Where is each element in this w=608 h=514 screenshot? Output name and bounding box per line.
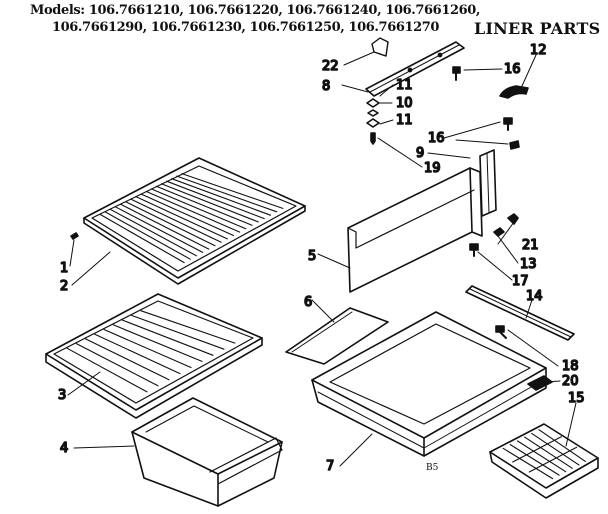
callout-21: 21 [522,238,539,253]
guide-rail [479,149,497,217]
shelf-rib [109,208,198,257]
shelf-rib [150,188,247,230]
ice-cell-divider [512,436,562,463]
shelf-rib [140,310,236,344]
upper-shelf [70,157,306,285]
ice-cell-divider [538,429,586,462]
fasteners [469,213,519,257]
drawer-tray [311,311,553,457]
crisper-bin [131,397,283,507]
screws [452,66,529,150]
shelf-rib [176,175,278,213]
ice-cell-divider [524,436,573,469]
shelf-rib [160,183,259,223]
callout-11b: 11 [396,113,413,128]
side-rail [465,285,575,341]
callout-15: 15 [568,391,585,406]
callout-18: 18 [562,359,579,374]
callout-7: 7 [326,459,334,474]
diagram-title: LINER PARTS [474,19,601,38]
shelf-rib [171,178,272,216]
shelf-rib [130,198,222,243]
shelf-rib [145,190,241,233]
callout-17: 17 [512,274,529,289]
ice-cell-divider [502,447,554,480]
models-line-2: 106.7661290, 106.7661230, 106.7661250, 1… [52,20,440,35]
ice-cell-divider [531,432,580,466]
shelf-rib [155,185,253,226]
leader-lines [67,51,577,467]
callout-16b: 16 [428,131,445,146]
ice-tray [489,423,599,499]
shelf-rib [140,193,235,237]
ice-cell-divider [509,444,560,476]
shelf-rib [103,328,192,369]
models-list: Models: 106.7661210, 106.7661220, 106.76… [30,2,480,36]
models-label: Models: [30,3,85,18]
callout-12: 12 [530,43,547,58]
callout-10: 10 [396,96,413,111]
shelf-rib [121,319,214,356]
callout-3: 3 [58,388,66,403]
cover-strip [285,307,389,365]
models-line-1: Models: 106.7661210, 106.7661220, 106.76… [30,2,480,19]
shelf-rib [166,180,265,220]
shelf-rib [75,343,159,387]
drawer-front [347,167,483,293]
callout-13: 13 [520,257,537,272]
callout-2: 2 [60,279,68,294]
models-numbers-1: 106.7661210, 106.7661220, 106.7661240, 1… [88,3,481,18]
shelf-rib [94,333,181,375]
drawing-code: B5 [426,463,439,473]
ice-cell-divider [516,440,567,473]
callout-numbers: 1 2 3 4 5 6 7 8 9 10 11 11 12 13 14 15 1… [57,42,585,475]
shelf-rib [99,213,185,264]
shelf-rib [66,347,148,393]
callout-11a: 11 [396,78,413,93]
rail-bracket [365,37,465,145]
ice-cell-divider [528,446,578,473]
callout-5: 5 [308,249,316,264]
lower-shelf [45,293,263,419]
shelf-rib [120,203,210,250]
shelf-clip [70,232,79,240]
callout-19: 19 [424,161,441,176]
callout-14: 14 [526,289,543,304]
shelf-rib [125,201,216,247]
shelf-rib [131,314,225,350]
callout-8: 8 [322,79,330,94]
callout-4: 4 [60,441,68,456]
callout-20: 20 [562,374,579,389]
shelf-rib [135,196,228,240]
callout-6: 6 [304,295,312,310]
callout-9: 9 [416,146,424,161]
shelf-rib [181,173,284,209]
callout-1: 1 [60,261,68,276]
callout-16a: 16 [504,62,521,77]
shelf-rib [85,338,170,381]
shelf-rib [104,211,191,260]
callout-22: 22 [322,59,339,74]
shelf-rib [114,206,204,253]
shelf-rib [112,324,203,362]
